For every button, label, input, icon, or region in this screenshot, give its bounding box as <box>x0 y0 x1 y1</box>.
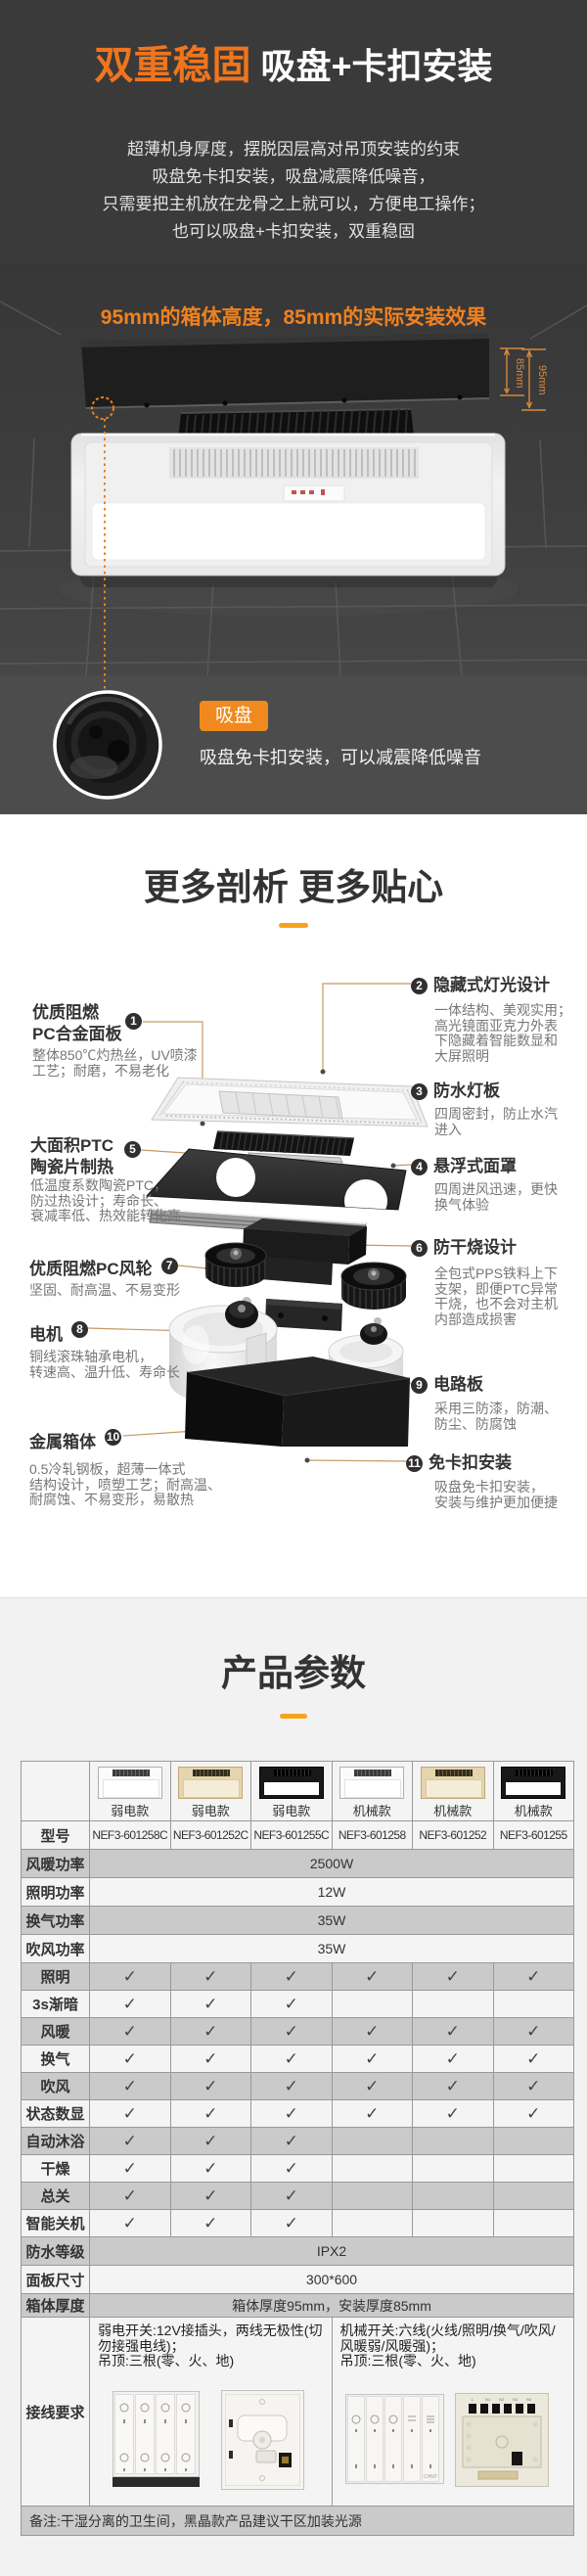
svg-text:L: L <box>472 2397 474 2402</box>
svg-text:CHNT: CHNT <box>424 2474 437 2480</box>
svg-text:85mm: 85mm <box>514 358 525 389</box>
svg-text:95mm: 95mm <box>536 365 548 395</box>
svg-text:N1: N1 <box>485 2397 491 2402</box>
svg-text:N2: N2 <box>499 2397 505 2402</box>
svg-text:N3: N3 <box>513 2397 519 2402</box>
svg-text:N4: N4 <box>526 2397 532 2402</box>
